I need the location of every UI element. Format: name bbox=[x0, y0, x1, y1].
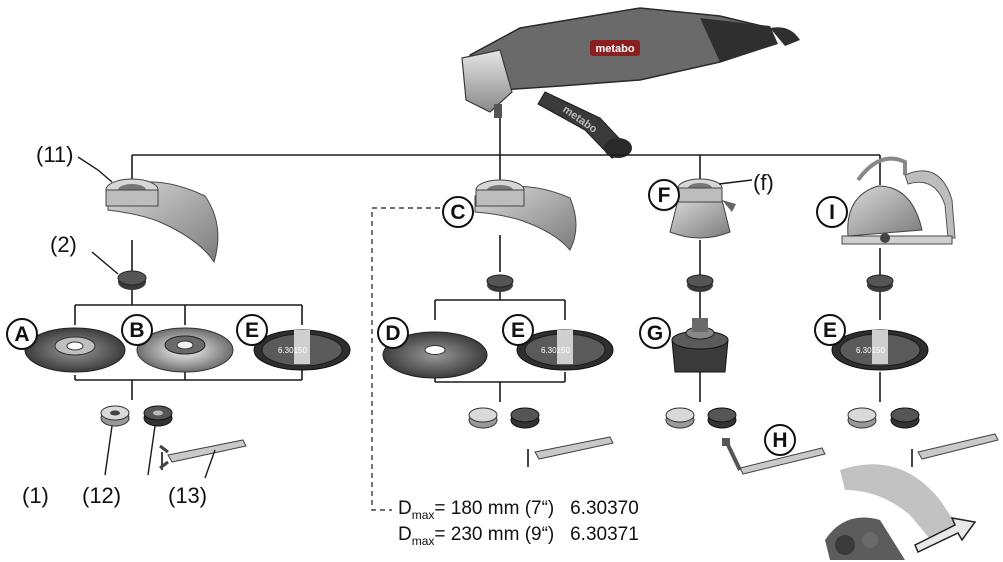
spanner-h bbox=[722, 438, 826, 475]
badge-c: C bbox=[442, 196, 474, 228]
svg-text:D: D bbox=[385, 322, 400, 345]
badge-b: B bbox=[121, 314, 153, 346]
spanner-13 bbox=[159, 439, 247, 470]
svg-text:A: A bbox=[14, 323, 29, 346]
nut-1-col2 bbox=[468, 407, 498, 429]
badge-e-3: E bbox=[814, 314, 846, 346]
label-13: (13) bbox=[168, 483, 207, 508]
svg-text:6.30150: 6.30150 bbox=[856, 346, 885, 355]
flange-2-col2 bbox=[486, 274, 514, 292]
label-2: (2) bbox=[50, 232, 77, 257]
label-f: (f) bbox=[753, 170, 774, 195]
svg-text:I: I bbox=[829, 201, 835, 224]
nut-1-col3 bbox=[665, 407, 695, 429]
badge-a: A bbox=[6, 318, 38, 350]
nut-1-col4 bbox=[847, 407, 877, 429]
cutting-guard-i bbox=[841, 156, 956, 245]
diamond-disc-e-1: 6.30150 bbox=[253, 329, 351, 371]
badge-e-1: E bbox=[236, 314, 268, 346]
brand-plate bbox=[590, 40, 640, 56]
detail-inset bbox=[825, 464, 977, 560]
connector-lines bbox=[74, 118, 881, 402]
badge-e-2: E bbox=[502, 314, 534, 346]
guard-11 bbox=[105, 178, 219, 264]
arrow-icon bbox=[914, 517, 977, 554]
guard-f bbox=[669, 178, 736, 239]
quick-nut-12-col4 bbox=[890, 407, 920, 429]
svg-text:G: G bbox=[647, 322, 663, 345]
cutting-disc-a bbox=[24, 327, 126, 373]
svg-text:B: B bbox=[129, 319, 144, 342]
svg-text:6.30150: 6.30150 bbox=[278, 346, 307, 355]
svg-text:E: E bbox=[823, 319, 837, 342]
badge-h: H bbox=[764, 424, 796, 456]
badge-d: D bbox=[377, 317, 409, 349]
brand-logo: metabo bbox=[595, 43, 634, 55]
flange-2-col3 bbox=[686, 274, 714, 292]
label-12: (12) bbox=[82, 483, 121, 508]
badge-f: F bbox=[648, 179, 680, 211]
spanner-13-col4 bbox=[911, 433, 999, 467]
guard-c bbox=[474, 179, 577, 251]
spanner-13-col2 bbox=[527, 436, 614, 467]
label-11: (11) bbox=[36, 142, 74, 167]
label-1: (1) bbox=[22, 483, 49, 508]
flange-2-col4 bbox=[866, 274, 894, 292]
quick-nut-12-col3 bbox=[707, 407, 737, 429]
quick-nut-12 bbox=[143, 405, 173, 427]
svg-text:H: H bbox=[772, 429, 787, 452]
diamond-disc-e-2: 6.30150 bbox=[516, 329, 614, 371]
spec-line-180: Dmax= 180 mm (7“) 6.30370 bbox=[398, 498, 639, 522]
badge-i: I bbox=[816, 196, 848, 228]
dimension-dashed-bracket bbox=[371, 207, 440, 511]
side-handle: metabo bbox=[537, 91, 632, 159]
cutting-disc-d bbox=[382, 331, 488, 379]
angle-grinder: metabo metabo bbox=[461, 7, 800, 159]
badge-g: G bbox=[639, 317, 671, 349]
quick-nut-12-col2 bbox=[510, 407, 540, 429]
svg-text:F: F bbox=[658, 184, 671, 207]
svg-text:C: C bbox=[450, 201, 465, 224]
flap-disc-b bbox=[136, 327, 234, 373]
flange-2 bbox=[117, 270, 147, 290]
spec-line-230: Dmax= 230 mm (9“) 6.30371 bbox=[398, 524, 639, 548]
svg-text:E: E bbox=[511, 319, 525, 342]
svg-text:6.30150: 6.30150 bbox=[541, 346, 570, 355]
nut-1 bbox=[100, 405, 130, 427]
diamond-disc-e-3: 6.30150 bbox=[831, 329, 929, 371]
cup-wheel-g bbox=[671, 318, 729, 373]
svg-text:E: E bbox=[245, 319, 259, 342]
